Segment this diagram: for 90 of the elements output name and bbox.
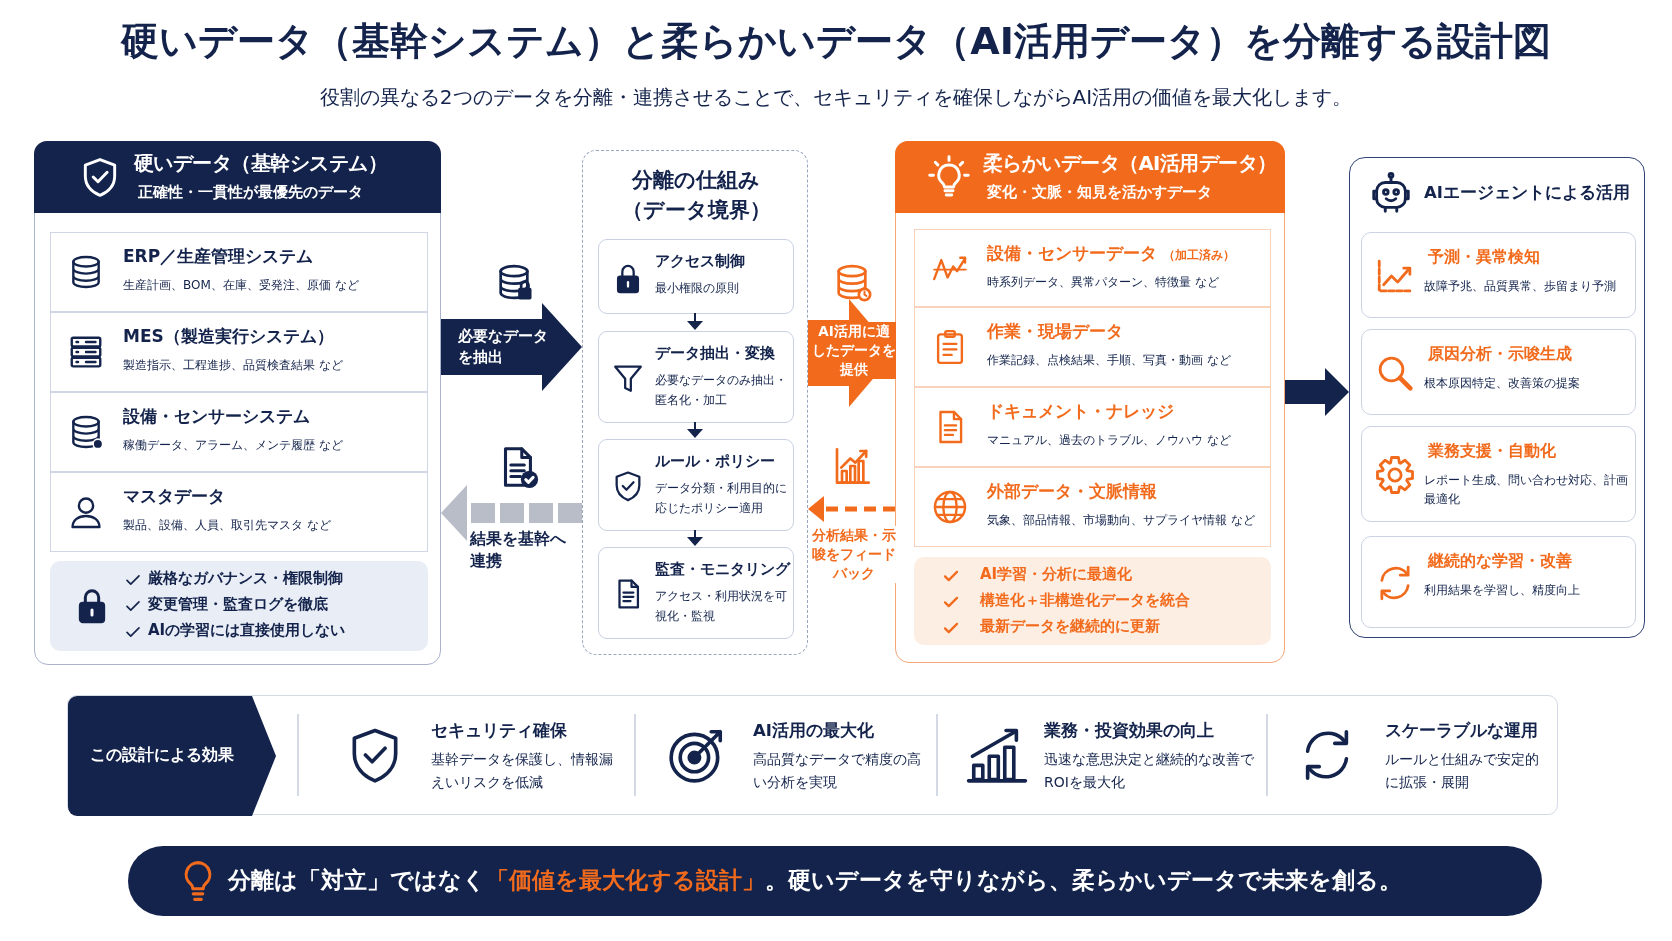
data-source-card — [50, 392, 428, 472]
step-description: 必要なデータのみ抽出・匿名化・加工 — [655, 372, 788, 410]
agent-panel — [1349, 157, 1645, 638]
step-description: アクセス・利用状況を可視化・監視 — [655, 588, 788, 626]
effects-band — [67, 695, 1558, 815]
step-title: アクセス制御 — [655, 252, 745, 271]
checklist-box — [914, 557, 1271, 645]
step-description: データ分類・利用目的に応じたポリシー適用 — [655, 480, 788, 518]
checklist-item: 変更管理・監査ログを徹底 — [148, 595, 328, 614]
dashed-arrow — [808, 496, 895, 522]
data-source-card — [914, 307, 1271, 387]
effect-title: AI活用の最大化 — [753, 720, 874, 742]
effect-title: スケーラブルな運用 — [1385, 720, 1538, 742]
item-note: （加工済み） — [1163, 247, 1235, 264]
message-text: 分離は「対立」ではなく「価値を最大化する設計」。硬いデータを守りながら、柔らかいデータで未来を創る。 — [228, 866, 1402, 895]
use-case-card — [1361, 232, 1636, 318]
step-card — [598, 331, 794, 423]
item-title: 継続的な学習・改善 — [1428, 551, 1572, 572]
data-source-card — [914, 229, 1271, 307]
item-title: ドキュメント・ナレッジ — [987, 400, 1174, 423]
item-title: MES（製造実行システム） — [123, 325, 334, 348]
chevron-tag — [68, 696, 276, 816]
item-title: 作業・現場データ — [987, 320, 1123, 343]
step-title: 監査・モニタリング — [655, 560, 790, 579]
data-source-card — [914, 387, 1271, 467]
section-title: 分離の仕組み（データ境界） — [620, 167, 772, 225]
item-title: ERP／生産管理システム — [123, 245, 314, 268]
block-arrow — [441, 303, 582, 391]
page-subtitle: 役割の異なる2つのデータを分離・連携させることで、セキュリティを確保しながらAI活用の価値を最大化します。 — [318, 84, 1354, 111]
data-panel — [895, 141, 1285, 663]
step-card — [598, 439, 794, 531]
item-description: 製造指示、工程進捗、品質検査結果 など — [123, 357, 344, 374]
item-description: 作業記録、点検結果、手順、写真・動画 など — [987, 352, 1232, 369]
step-card — [598, 547, 794, 639]
effect-title: 業務・投資効果の向上 — [1044, 720, 1214, 742]
item-title: 原因分析・示唆生成 — [1428, 344, 1572, 365]
use-case-card — [1361, 426, 1636, 522]
item-title: 設備・センサーデータ — [987, 242, 1157, 265]
effect-title: セキュリティ確保 — [431, 720, 567, 742]
step-card — [598, 239, 794, 314]
panel-subtitle: 変化・文脈・知見を活かすデータ — [986, 182, 1213, 202]
edge-label: AI活用に適したデータを提供 — [812, 322, 896, 379]
panel-title: AIエージェントによる活用 — [1424, 182, 1630, 204]
data-source-card — [50, 232, 428, 312]
block-arrow — [1285, 368, 1349, 416]
dashed-arrow — [441, 485, 582, 541]
item-description: 根本原因特定、改善策の提案 — [1424, 375, 1581, 392]
arrow — [687, 312, 703, 330]
checklist-item: AIの学習には直接使用しない — [148, 621, 346, 640]
data-source-card — [50, 312, 428, 392]
step-description: 最小権限の原則 — [655, 280, 740, 297]
effect-description: 高品質なデータで精度の高い分析を実現 — [753, 750, 922, 793]
edge-label: 分析結果・示唆をフィードバック — [812, 526, 896, 583]
item-description: 故障予兆、品質異常、歩留まり予測 — [1424, 278, 1617, 295]
item-description: レポート生成、問い合わせ対応、計画最適化 — [1424, 472, 1629, 509]
data-source-card — [50, 472, 428, 552]
checklist-item: 構造化＋非構造化データを統合 — [980, 591, 1190, 610]
item-title: マスタデータ — [123, 485, 225, 508]
effect-description: 迅速な意思決定と継続的な改善でROIを最大化 — [1044, 750, 1254, 793]
checklist-item: 最新データを継続的に更新 — [980, 617, 1160, 636]
item-description: 気象、部品情報、市場動向、サプライヤ情報 など — [987, 512, 1256, 529]
item-description: 利用結果を学習し、精度向上 — [1424, 582, 1581, 599]
use-case-card — [1361, 536, 1636, 628]
tag-label: この設計による効果 — [90, 745, 234, 766]
panel-subtitle: 正確性・一貫性が最優先のデータ — [137, 182, 364, 202]
step-title: ルール・ポリシー — [655, 452, 775, 471]
use-case-card — [1361, 329, 1636, 415]
data-source-card — [914, 467, 1271, 547]
data-panel — [34, 141, 441, 665]
arrow — [687, 529, 703, 546]
step-title: データ抽出・変換 — [655, 344, 775, 363]
item-title: 業務支援・自動化 — [1428, 441, 1556, 462]
effect-description: ルールと仕組みで安定的に拡張・展開 — [1385, 750, 1540, 793]
item-description: 時系列データ、異常パターン、特徴量 など — [987, 274, 1220, 291]
checklist-box — [50, 561, 428, 651]
item-description: 稼働データ、アラーム、メンテ履歴 など — [123, 437, 344, 454]
checklist-item: AI学習・分析に最適化 — [980, 565, 1133, 584]
item-description: 生産計画、BOM、在庫、受発注、原価 など — [123, 277, 360, 294]
checklist-item: 厳格なガバナンス・権限制御 — [148, 569, 343, 588]
item-title: 設備・センサーシステム — [123, 405, 310, 428]
panel-title: 柔らかいデータ（AI活用データ） — [982, 150, 1277, 177]
item-title: 外部データ・文脈情報 — [987, 480, 1157, 503]
item-description: マニュアル、過去のトラブル、ノウハウ など — [987, 432, 1232, 449]
arrow — [687, 421, 703, 438]
panel-title: 硬いデータ（基幹システム） — [133, 150, 387, 177]
page-title: 硬いデータ（基幹システム）と柔らかいデータ（AI活用データ）を分離する設計図 — [119, 18, 1552, 65]
effect-description: 基幹データを保護し、情報漏えいリスクを低減 — [431, 750, 614, 793]
boundary-panel — [582, 150, 808, 655]
item-description: 製品、設備、人員、取引先マスタ など — [123, 517, 332, 534]
item-title: 予測・異常検知 — [1428, 247, 1540, 268]
